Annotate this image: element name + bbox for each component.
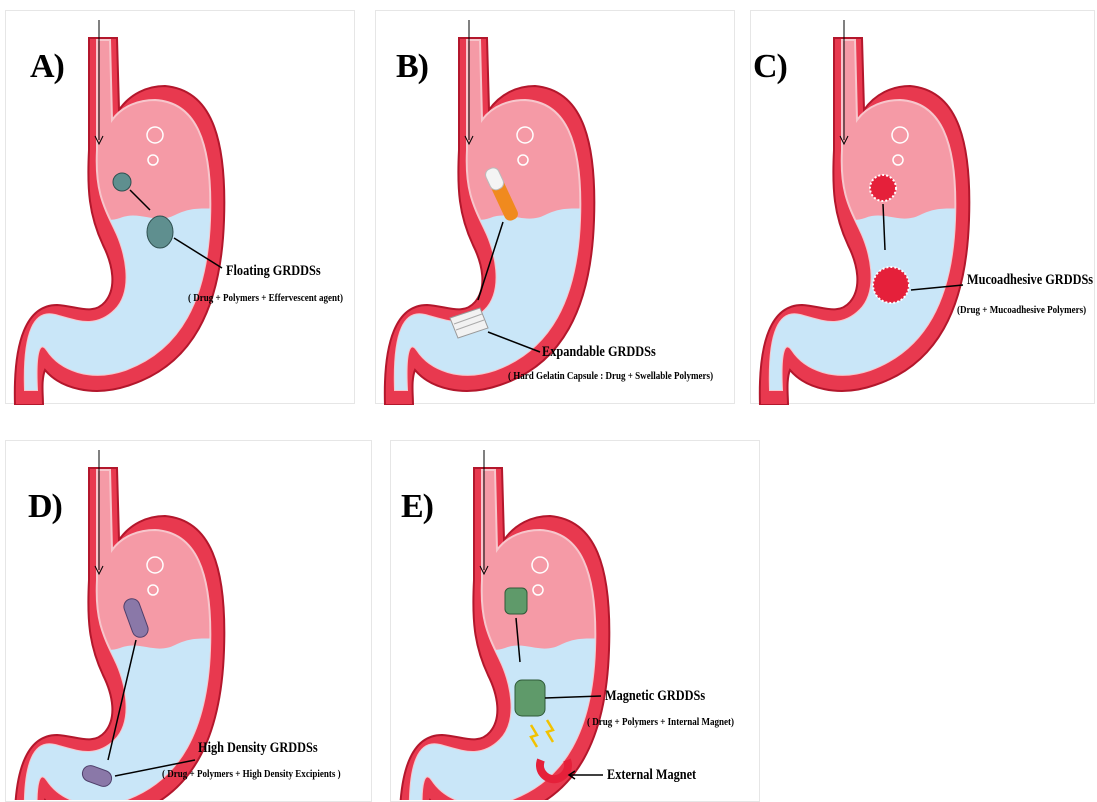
panel-letter: D) [28, 488, 62, 526]
floating-tablet-large [147, 216, 173, 248]
mucoadhesive-particle-small [870, 175, 896, 201]
panel-subtitle: ( Drug + Polymers + Internal Magnet) [587, 716, 734, 728]
panel-letter: B) [396, 48, 428, 86]
panel-title: Magnetic GRDDSs [605, 688, 705, 705]
external-magnet-label: External Magnet [607, 767, 696, 784]
panel-title: Expandable GRDDSs [542, 344, 656, 361]
panel-b: B) Expandable GRDDSs ( Hard Gelatin Caps… [370, 0, 740, 405]
panel-a: A) Floating GRDDSs ( Drug + Polymers + E… [0, 0, 360, 405]
stomach-illustration [0, 430, 380, 800]
panel-letter: E) [401, 488, 433, 526]
panel-letter: C) [753, 48, 787, 86]
panel-subtitle: ( Drug + Polymers + High Density Excipie… [162, 768, 341, 780]
panel-e: E) Magnetic GRDDSs ( Drug + Polymers + I… [385, 430, 765, 800]
panel-letter: A) [30, 48, 64, 86]
stomach-illustration [745, 0, 1097, 405]
stomach-illustration [385, 430, 765, 800]
panel-title: Floating GRDDSs [226, 263, 321, 280]
panel-subtitle: (Drug + Mucoadhesive Polymers) [957, 304, 1086, 316]
panel-title: High Density GRDDSs [198, 740, 318, 757]
panel-d: D) High Density GRDDSs ( Drug + Polymers… [0, 430, 380, 800]
mucoadhesive-particle-large [873, 267, 909, 303]
magnetic-tablet-top [505, 588, 527, 614]
floating-tablet-small [113, 173, 131, 191]
panel-subtitle: ( Hard Gelatin Capsule : Drug + Swellabl… [508, 370, 713, 382]
panel-c: C) Mucoadhesive GRDDSs (Drug + Mucoadhes… [745, 0, 1097, 405]
magnetic-tablet-bottom [515, 680, 545, 716]
panel-subtitle: ( Drug + Polymers + Effervescent agent) [188, 292, 343, 304]
panel-title: Mucoadhesive GRDDSs [967, 272, 1093, 289]
